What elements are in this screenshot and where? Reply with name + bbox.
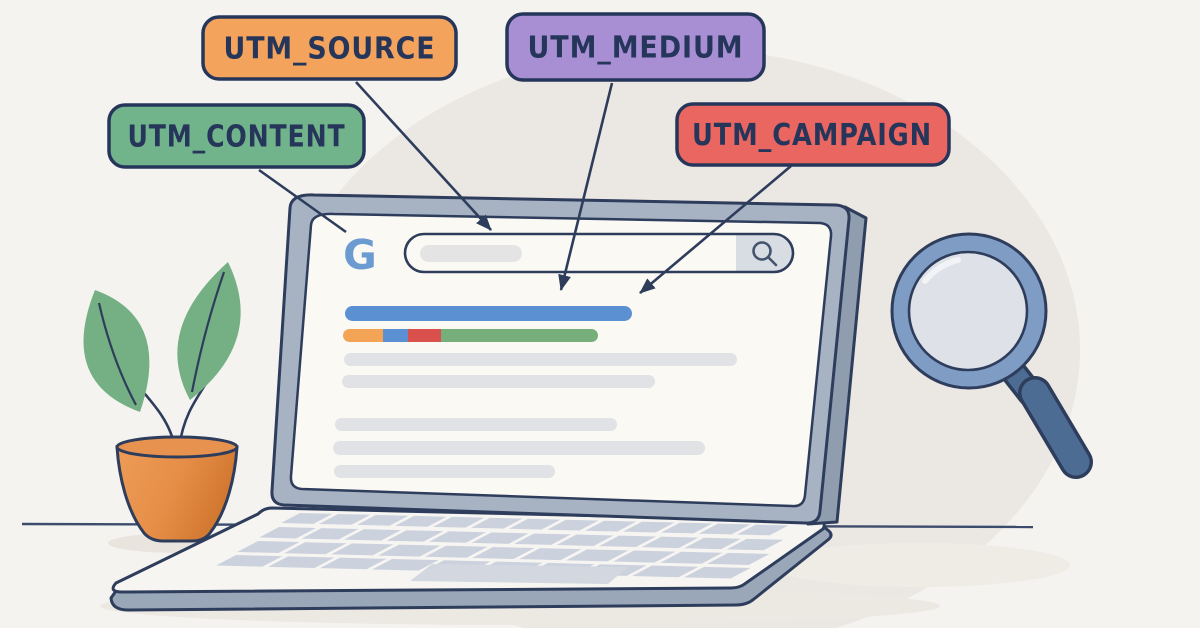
keyboard-key [320, 557, 387, 570]
callout-box-source: UTM_SOURCE [201, 15, 458, 81]
callout-arrow-source [355, 81, 492, 231]
leaf-right-vein [190, 271, 226, 393]
magnifier-shadow [770, 543, 1070, 587]
keyboard-key [556, 534, 614, 546]
keyboard-key [472, 546, 535, 559]
search-page: G [333, 231, 795, 478]
callout-label-content: UTM_CONTENT [128, 120, 346, 155]
magnifier-handle-fill [1021, 379, 1090, 476]
keyboard-keys [216, 513, 789, 579]
plant [83, 262, 241, 543]
keyboard-key [737, 524, 789, 536]
search-icon [752, 241, 778, 267]
result-text-bar [335, 418, 617, 431]
keyboard-key [519, 548, 582, 561]
keyboard-key [433, 516, 485, 528]
keyboard-key [357, 514, 409, 526]
keyboard-key [599, 535, 656, 548]
plant-pot [115, 445, 239, 543]
url-segment-content [441, 329, 598, 342]
laptop: G [109, 193, 868, 612]
keyboard-key [378, 544, 441, 557]
callout-box-content: UTM_CONTENT [107, 103, 366, 169]
callout-box-campaign: UTM_CAMPAIGN [675, 102, 951, 167]
keyboard-key [514, 533, 571, 545]
keyboard-key [547, 519, 599, 531]
callout-arrow-campaign [639, 165, 792, 294]
keyboard-key [699, 523, 751, 535]
keyboard-key [216, 555, 283, 567]
keyboard-key [268, 556, 335, 568]
keyboard-key [237, 541, 300, 554]
magnifier-lens-highlight [922, 257, 961, 284]
keyboard-key [632, 565, 699, 578]
keyboard-key [726, 538, 784, 551]
callout-arrow-medium [558, 82, 614, 291]
keyboard-key [301, 528, 359, 540]
keyboard-key [566, 549, 629, 562]
keyboard-key [684, 566, 751, 579]
callout-arrow-content [258, 168, 347, 234]
keyboard-key [509, 518, 561, 530]
leaf-left-vein [97, 302, 137, 406]
magnifier [890, 232, 1093, 479]
keyboard-key [331, 543, 394, 556]
result-text-bars [333, 353, 737, 478]
callout-label-medium: UTM_MEDIUM [528, 31, 744, 66]
search-bar[interactable] [403, 232, 795, 274]
keyboard-key [641, 536, 699, 549]
result-text-bar [342, 375, 655, 388]
keyboard-key [613, 550, 676, 563]
keyboard-key [372, 558, 439, 571]
magnifier-lens [907, 250, 1029, 372]
search-button[interactable] [736, 234, 793, 272]
google-logo: G [343, 231, 377, 279]
keyboard-key [471, 517, 523, 529]
keyboard-key [684, 537, 741, 550]
callout-box-medium: UTM_MEDIUM [505, 12, 766, 82]
result-text-bar [344, 353, 737, 366]
keyboard-key [661, 522, 713, 534]
keyboard-key [284, 542, 347, 555]
callouts: UTM_SOURCE UTM_MEDIUM UTM_CONTENT UTM_CA… [107, 12, 951, 169]
result-text-bar [334, 465, 555, 478]
keyboard-key [623, 521, 675, 533]
keyboard-key [386, 530, 444, 542]
keyboard-key [660, 551, 723, 564]
url-segment-campaign [408, 329, 441, 342]
search-input-placeholder [420, 245, 522, 262]
keyboard-key [585, 520, 637, 532]
keyboard-key [281, 513, 333, 524]
keyboard-key [425, 545, 488, 558]
leaf-left [83, 290, 150, 412]
url-segment-medium [383, 329, 408, 342]
result-url-bar [343, 329, 598, 342]
plant-pot-rim [115, 435, 239, 459]
leaf-right [177, 262, 241, 400]
callout-arrows [258, 81, 792, 294]
url-segment-source [343, 329, 383, 342]
keyboard-key [344, 529, 401, 541]
keyboard-key [429, 531, 486, 543]
callout-label-campaign: UTM_CAMPAIGN [692, 118, 932, 153]
result-text-bar [333, 441, 705, 455]
keyboard-key [707, 552, 770, 565]
keyboard-key [259, 527, 316, 539]
callout-label-source: UTM_SOURCE [224, 32, 436, 67]
result-title-bar [345, 306, 632, 321]
trackpad [410, 564, 628, 584]
keyboard-key [395, 515, 447, 527]
keyboard-key [471, 532, 529, 544]
keyboard-key [319, 513, 371, 525]
